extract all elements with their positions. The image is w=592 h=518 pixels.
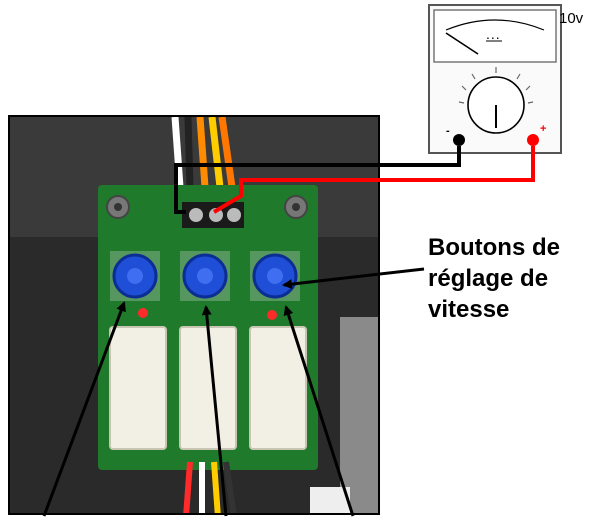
positive-label: + [540, 123, 547, 135]
caption-line-2: réglage de [428, 265, 549, 292]
potentiometer-knob [110, 251, 160, 301]
led [267, 310, 277, 320]
caption-line-3: vitesse [428, 296, 510, 323]
relay [249, 326, 307, 450]
knob-arrow-right [283, 305, 355, 517]
meter-scale-arc [445, 19, 545, 31]
relay [109, 326, 167, 450]
potentiometer-knob [180, 251, 230, 301]
bottom-wires [183, 461, 237, 513]
negative-label: - [446, 125, 450, 137]
enclosure-side [340, 317, 378, 513]
positive-terminal [527, 134, 539, 146]
cable-clip [310, 487, 350, 513]
led [138, 308, 148, 318]
meter-needle [445, 32, 479, 55]
positive-wire [212, 146, 535, 214]
knob-arrow-left [42, 301, 126, 517]
knob-arrow-middle [201, 305, 228, 517]
negative-wire [174, 146, 461, 214]
dial-ticks [458, 67, 534, 104]
speed-adjust-caption: Boutons de réglage de vitesse [428, 232, 560, 325]
caption-line-1: Boutons de [428, 234, 560, 261]
negative-terminal [453, 134, 465, 146]
caption-arrow [282, 267, 425, 290]
meter-scale-label: 10v [559, 10, 584, 27]
wire-bundle [171, 117, 236, 188]
meter-scale-window [433, 9, 557, 63]
meter-unit-symbol: ... [486, 26, 501, 42]
